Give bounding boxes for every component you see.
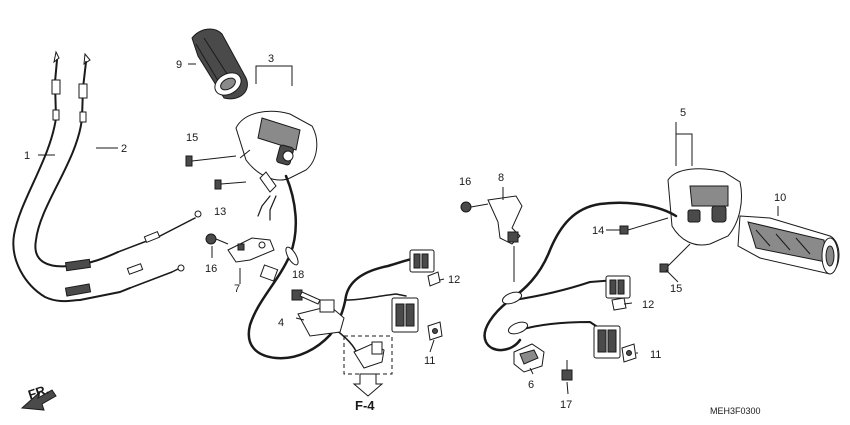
callout-4: 4 (278, 317, 284, 329)
callout-13: 13 (214, 206, 226, 218)
bracket-8 (487, 195, 523, 245)
bolt-17 (561, 360, 573, 381)
callout-5: 5 (680, 107, 686, 119)
callout-6: 6 (528, 379, 534, 391)
left-connector-upper (409, 249, 435, 273)
right-connector-lower (593, 325, 621, 359)
callout-16-left: 16 (205, 263, 217, 275)
left-connector-lower (391, 297, 419, 333)
left-screw-13 (214, 179, 247, 190)
left-clamp (291, 289, 345, 337)
left-switch-housing (235, 110, 318, 193)
right-connector-upper (605, 275, 631, 299)
callout-14: 14 (592, 225, 604, 237)
right-wire-harness (483, 201, 678, 352)
left-screw-15 (185, 155, 237, 167)
callout-3: 3 (268, 53, 274, 65)
right-clip-11 (621, 343, 637, 363)
callout-12-left: 12 (448, 274, 460, 286)
callout-8: 8 (498, 172, 504, 184)
right-switch-housing (667, 168, 742, 246)
callout-10: 10 (774, 192, 786, 204)
front-label: FR. (26, 382, 51, 403)
callout-9: 9 (176, 59, 182, 71)
callout-17: 17 (560, 399, 572, 411)
callout-12-right: 12 (642, 299, 654, 311)
left-bolt-16 (205, 233, 229, 245)
callout-11-right: 11 (650, 349, 661, 361)
callout-7: 7 (234, 283, 240, 295)
callout-11-left: 11 (424, 355, 435, 367)
callout-16-right: 16 (459, 176, 471, 188)
right-clip-12 (611, 297, 627, 311)
callout-15-left: 15 (186, 132, 198, 144)
throttle-cable-2 (34, 52, 202, 275)
right-grip (737, 215, 840, 275)
section-ref-f4: F-4 (355, 398, 375, 413)
cable-1-adjuster (51, 79, 61, 95)
right-bolt-16 (460, 201, 489, 213)
callout-1: 1 (24, 150, 30, 162)
right-screw-15 (659, 243, 691, 273)
callout-2: 2 (121, 143, 127, 155)
f4-switch-part (343, 335, 393, 397)
left-grip (191, 28, 248, 100)
leader-lines (38, 63, 779, 395)
callout-18: 18 (292, 269, 304, 281)
callout-labels: 1 2 3 4 5 6 7 8 9 10 11 11 12 12 13 14 1… (24, 53, 786, 411)
front-direction-arrow (20, 389, 57, 411)
throttle-cable-1 (12, 50, 185, 303)
right-screw-14 (619, 217, 669, 235)
left-clip-11 (427, 321, 443, 341)
left-clip-12 (427, 271, 441, 287)
drawing-code: MEH3F0300 (710, 406, 761, 416)
left-bracket-7 (227, 237, 275, 263)
cable-guide-6 (513, 343, 545, 373)
callout-15-right: 15 (670, 283, 682, 295)
